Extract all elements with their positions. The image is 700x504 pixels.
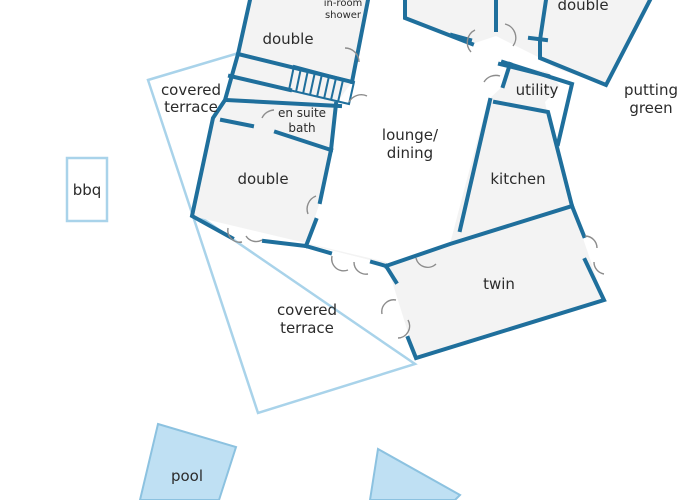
bbq-box <box>65 156 109 223</box>
house-floor <box>192 0 604 358</box>
room-label-lounge-dining-line2: dining <box>387 144 433 162</box>
area-label-putting-green-line1: putting <box>624 81 678 99</box>
room-label-double-left: double <box>237 170 288 188</box>
room-label-double-top-left: double <box>262 30 313 48</box>
door-swings <box>227 23 605 339</box>
pool-shape <box>138 422 238 501</box>
room-label-covered-terrace-bottom-line2: terrace <box>280 319 334 337</box>
covered-terrace-outline <box>146 50 418 415</box>
room-label-twin: twin <box>483 275 515 293</box>
house-floor-upper-right <box>405 0 650 85</box>
room-label-en-suite-bath-line2: bath <box>288 121 315 135</box>
room-label-in-room-shower-line1: in-room <box>324 0 363 9</box>
room-label-kitchen: kitchen <box>490 170 545 188</box>
room-label-lounge-dining-line1: lounge/ <box>382 126 439 144</box>
room-label-covered-terrace-top-line2: terrace <box>164 98 218 116</box>
room-label-in-room-shower-line2: shower <box>325 10 362 21</box>
room-label-utility: utility <box>516 81 559 99</box>
staircase <box>287 64 356 106</box>
room-label-en-suite-bath-line1: en suite <box>278 106 326 120</box>
walls <box>189 0 653 361</box>
area-label-pool: pool <box>171 467 203 485</box>
room-label-covered-terrace-bottom-line1: covered <box>277 301 337 319</box>
pool-shape-secondary <box>368 447 462 501</box>
room-label-covered-terrace-top-line1: covered <box>161 81 221 99</box>
room-label-double-top-right: double <box>557 0 608 14</box>
area-label-putting-green-line2: green <box>629 99 672 117</box>
area-label-bbq: bbq <box>73 181 102 199</box>
